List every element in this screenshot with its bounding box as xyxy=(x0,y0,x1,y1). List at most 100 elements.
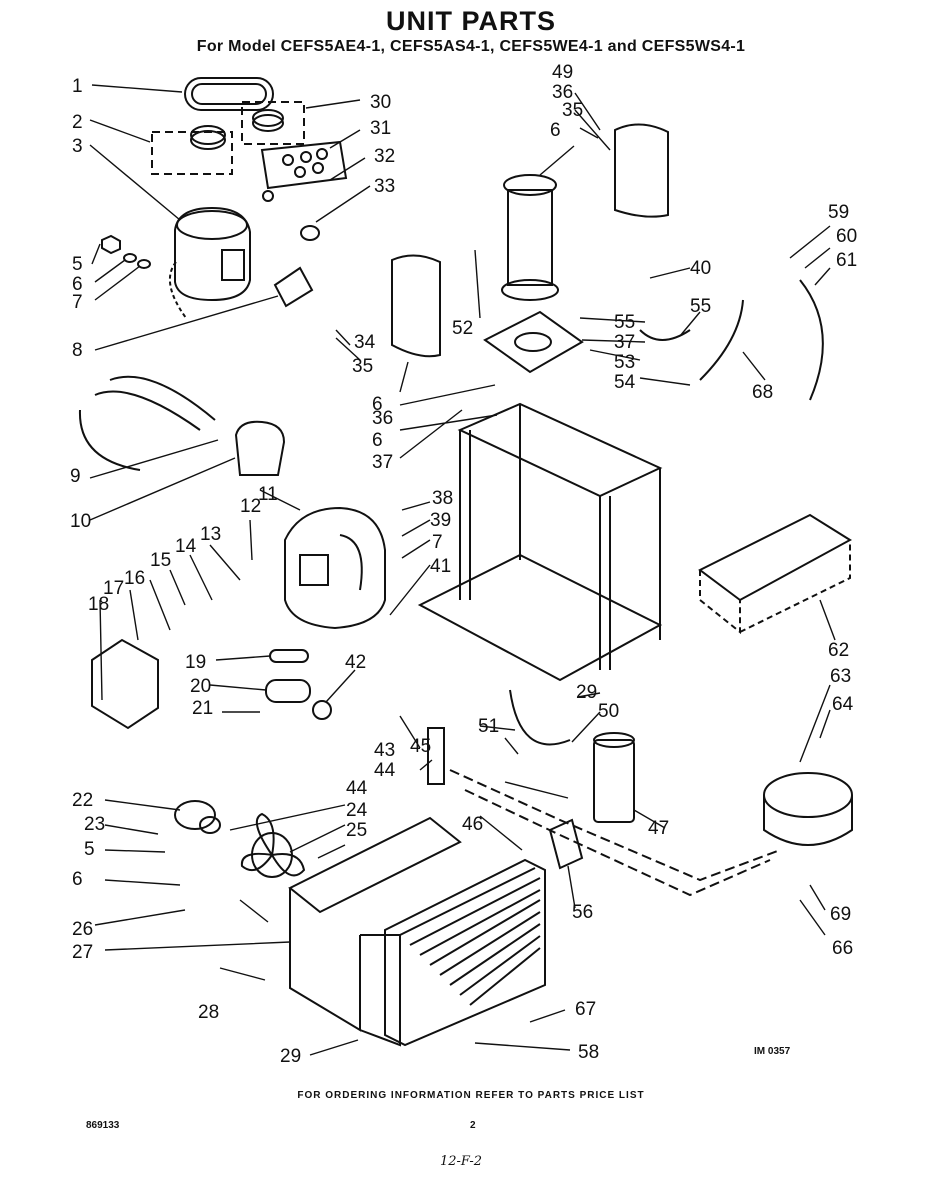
part-callout-58: 58 xyxy=(578,1042,599,1063)
part-callout-54: 54 xyxy=(614,372,636,393)
part-callout-9: 9 xyxy=(70,466,81,487)
capacitor-part xyxy=(593,739,635,823)
part-callout-17: 17 xyxy=(103,578,124,599)
part-callout-66: 66 xyxy=(832,938,853,959)
part-callout-62: 62 xyxy=(828,640,849,661)
part-callout-29: 29 xyxy=(576,682,597,703)
part-callout-7: 7 xyxy=(72,292,83,313)
part-callout-30: 30 xyxy=(370,92,391,113)
part-callout-6: 6 xyxy=(372,430,383,451)
motor-part xyxy=(174,206,251,302)
part-callout-29: 29 xyxy=(280,1046,301,1067)
part-callout-1: 1 xyxy=(72,76,83,97)
part-callout-44: 44 xyxy=(374,760,396,781)
terminal-cover-part xyxy=(91,638,159,730)
part-callout-10: 10 xyxy=(70,511,91,532)
part-callout-36: 36 xyxy=(372,408,393,429)
compressor-part xyxy=(284,506,386,630)
part-callout-51: 51 xyxy=(478,716,499,737)
shroud-part xyxy=(391,254,441,358)
part-callout-46: 46 xyxy=(462,814,483,835)
part-callout-49: 49 xyxy=(552,62,573,83)
part-callout-2: 2 xyxy=(72,112,83,133)
part-callout-26: 26 xyxy=(72,919,93,940)
part-callout-27: 27 xyxy=(72,942,93,963)
pump-part xyxy=(503,174,557,196)
part-callout-63: 63 xyxy=(830,666,851,687)
part-callout-28: 28 xyxy=(198,1002,219,1023)
part-callout-38: 38 xyxy=(432,488,453,509)
part-callout-14: 14 xyxy=(175,536,197,557)
part-callout-68: 68 xyxy=(752,382,773,403)
part-callout-39: 39 xyxy=(430,510,451,531)
part-callout-13: 13 xyxy=(200,524,221,545)
belt-part xyxy=(184,77,274,111)
handwritten-note: 12-F-2 xyxy=(440,1154,483,1169)
part-callout-7: 7 xyxy=(432,532,443,553)
part-callout-64: 64 xyxy=(832,694,854,715)
part-callout-24: 24 xyxy=(346,800,368,821)
part-callout-67: 67 xyxy=(575,999,596,1020)
part-callout-15: 15 xyxy=(150,550,171,571)
part-callout-37: 37 xyxy=(372,452,393,473)
pulley-part xyxy=(190,130,226,150)
condenser-part xyxy=(288,816,462,914)
part-callout-6: 6 xyxy=(72,274,83,295)
part-callout-19: 19 xyxy=(185,652,206,673)
part-callout-16: 16 xyxy=(124,568,145,589)
part-callout-70: 70 xyxy=(0,0,21,5)
document-number: 869133 xyxy=(86,1120,120,1131)
part-callout-35: 35 xyxy=(352,356,373,377)
blower-motor-part xyxy=(763,772,853,818)
part-callout-18: 18 xyxy=(88,594,109,615)
part-callout-55: 55 xyxy=(690,296,711,317)
part-callout-32: 32 xyxy=(374,146,395,167)
part-callout-61: 61 xyxy=(836,250,857,271)
part-callout-40: 40 xyxy=(690,258,711,279)
part-callout-41: 41 xyxy=(430,556,451,577)
part-callout-6: 6 xyxy=(550,120,561,141)
part-callout-36: 36 xyxy=(552,82,573,103)
part-callout-34: 34 xyxy=(354,332,376,353)
part-callout-12: 12 xyxy=(240,496,261,517)
ordering-footer-note: FOR ORDERING INFORMATION REFER TO PARTS … xyxy=(297,1090,645,1101)
part-callout-5: 5 xyxy=(84,839,95,860)
frame-part xyxy=(457,402,663,498)
page-number: 2 xyxy=(470,1120,476,1131)
part-callout-11: 11 xyxy=(258,484,278,505)
part-callout-44: 44 xyxy=(346,778,368,799)
part-callout-23: 23 xyxy=(84,814,105,835)
part-callout-43: 43 xyxy=(374,740,395,761)
fan-motor-part xyxy=(174,800,216,830)
part-callout-5: 5 xyxy=(72,254,83,275)
part-callout-37: 37 xyxy=(614,332,635,353)
part-callout-53: 53 xyxy=(614,352,635,373)
part-callout-59: 59 xyxy=(828,202,849,223)
part-callout-22: 22 xyxy=(72,790,93,811)
part-callout-56: 56 xyxy=(572,902,593,923)
part-callout-6: 6 xyxy=(372,394,383,415)
page-title: UNIT PARTS xyxy=(386,6,556,36)
part-callout-52: 52 xyxy=(452,318,473,339)
part-callout-33: 33 xyxy=(374,176,395,197)
part-callout-21: 21 xyxy=(192,698,213,719)
model-subtitle: For Model CEFS5AE4-1, CEFS5AS4-1, CEFS5W… xyxy=(196,38,746,55)
part-callout-31: 31 xyxy=(370,118,391,139)
switch-block-part xyxy=(260,140,348,190)
part-callout-69: 69 xyxy=(830,904,851,925)
part-callout-3: 3 xyxy=(72,136,83,157)
accumulator-part xyxy=(234,420,286,476)
part-callout-60: 60 xyxy=(836,226,857,247)
part-callout-42: 42 xyxy=(345,652,366,673)
part-callout-20: 20 xyxy=(190,676,211,697)
part-callout-25: 25 xyxy=(346,820,367,841)
base-pan-part xyxy=(698,513,852,602)
part-callout-8: 8 xyxy=(72,340,83,361)
drawing-code: IM 0357 xyxy=(754,1046,791,1057)
part-callout-6: 6 xyxy=(72,869,83,890)
part-callout-47: 47 xyxy=(648,818,669,839)
part-callout-35: 35 xyxy=(562,100,583,121)
part-callout-45: 45 xyxy=(410,736,431,757)
part-callout-55: 55 xyxy=(614,312,635,333)
